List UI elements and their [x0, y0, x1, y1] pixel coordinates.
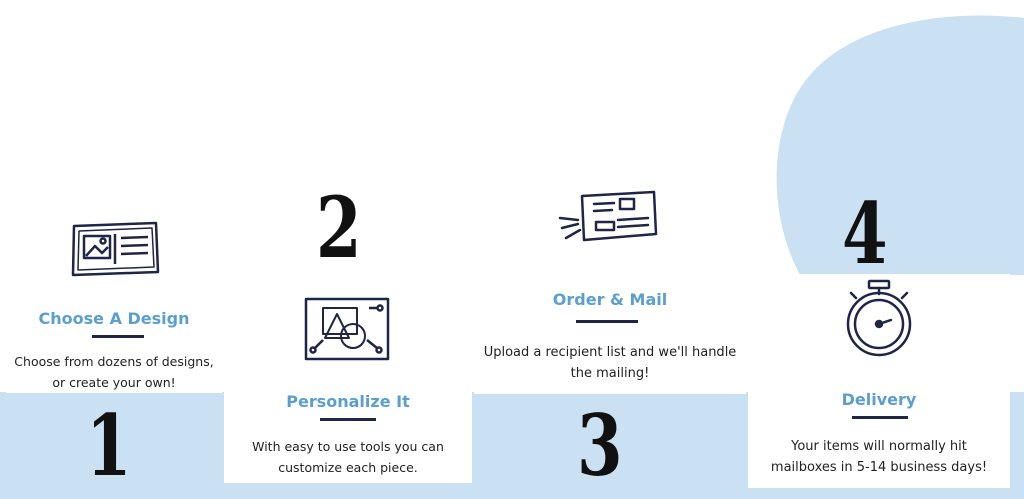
step-card-order-mail: Order & Mail Upload a recipient list and… [474, 268, 746, 394]
step-title: Personalize It [286, 392, 410, 411]
flying-envelope-icon [556, 190, 658, 252]
title-underline [852, 416, 908, 419]
step-number: 1 [86, 396, 132, 495]
step-description: Your items will normally hit mailboxes i… [770, 439, 988, 475]
step-title: Choose A Design [38, 309, 190, 328]
step-number: 4 [842, 184, 888, 283]
postcard-icon [70, 220, 160, 278]
title-underline [576, 320, 638, 323]
step-title: Order & Mail [552, 290, 668, 309]
step-description: Upload a recipient list and we'll handle… [483, 345, 737, 381]
step-title: Delivery [841, 390, 917, 409]
design-canvas-icon [303, 296, 391, 362]
title-underline [320, 418, 376, 421]
step-description: With easy to use tools you can customize… [252, 439, 444, 475]
step-card-delivery: Delivery Your items will normally hit ma… [748, 274, 1010, 488]
title-underline [92, 335, 144, 338]
step-description: Choose from dozens of designs, or create… [14, 354, 214, 390]
stopwatch-icon [844, 278, 914, 358]
step-number: 3 [577, 396, 623, 495]
step-card-choose-design: Choose A Design Choose from dozens of de… [6, 293, 222, 393]
step-card-personalize: Personalize It With easy to use tools yo… [224, 292, 472, 483]
step-number: 2 [316, 178, 362, 277]
